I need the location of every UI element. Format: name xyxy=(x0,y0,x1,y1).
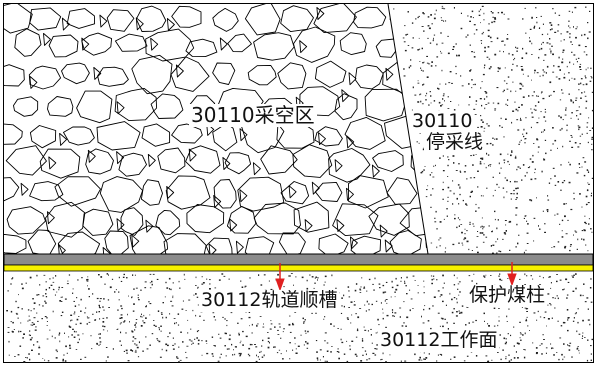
working-face-speckle xyxy=(6,273,594,363)
track-roadway xyxy=(3,253,594,266)
roadway-label: 30112轨道顺槽 xyxy=(199,289,340,312)
protective-coal-pillar-strip xyxy=(3,264,594,272)
stop-line-number-label: 30110 xyxy=(410,110,475,133)
working-face-label: 30112工作面 xyxy=(378,329,500,352)
pillar-pointer-arrow xyxy=(507,262,517,287)
stop-line-label: 停采线 xyxy=(424,131,486,154)
coal-pillar-label: 保护煤柱 xyxy=(467,284,548,307)
roadway-pointer-arrow xyxy=(275,263,285,292)
stop-line-boundary xyxy=(387,3,429,255)
goaf-label: 30110采空区 xyxy=(189,103,317,127)
goaf-area xyxy=(4,4,428,254)
solid-coal-speckle-upper xyxy=(393,5,594,255)
